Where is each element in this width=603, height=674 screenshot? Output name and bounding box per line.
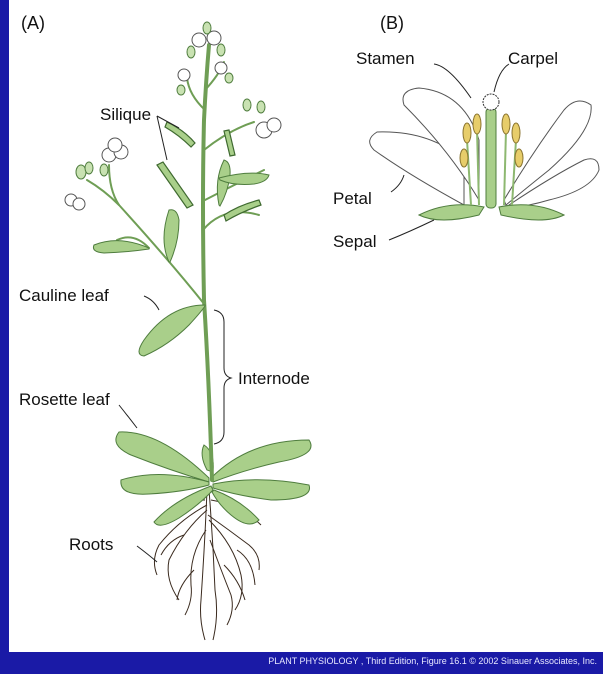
silique-pod [157,162,193,208]
stigma [483,94,499,110]
flower-diagram [370,88,599,220]
cauline-leaf-shape [139,305,205,356]
label-cauline-leaf: Cauline leaf [19,287,109,304]
carpel-shape [486,108,496,208]
plant-illustration: .leaf { fill:#a9cf8a; stroke:#4f7d3e; st… [9,0,603,652]
label-petal: Petal [333,190,372,207]
label-sepal: Sepal [333,233,376,250]
label-stamen: Stamen [356,50,415,67]
label-carpel: Carpel [508,50,558,67]
panel-a-label: (A) [21,14,45,32]
label-silique: Silique [100,106,151,123]
figure-panel: .leaf { fill:#a9cf8a; stroke:#4f7d3e; st… [9,0,603,652]
panel-b-label: (B) [380,14,404,32]
figure-caption: PLANT PHYSIOLOGY , Third Edition, Figure… [268,656,597,666]
label-internode: Internode [238,370,310,387]
label-rosette-leaf: Rosette leaf [19,391,110,408]
label-roots: Roots [69,536,113,553]
